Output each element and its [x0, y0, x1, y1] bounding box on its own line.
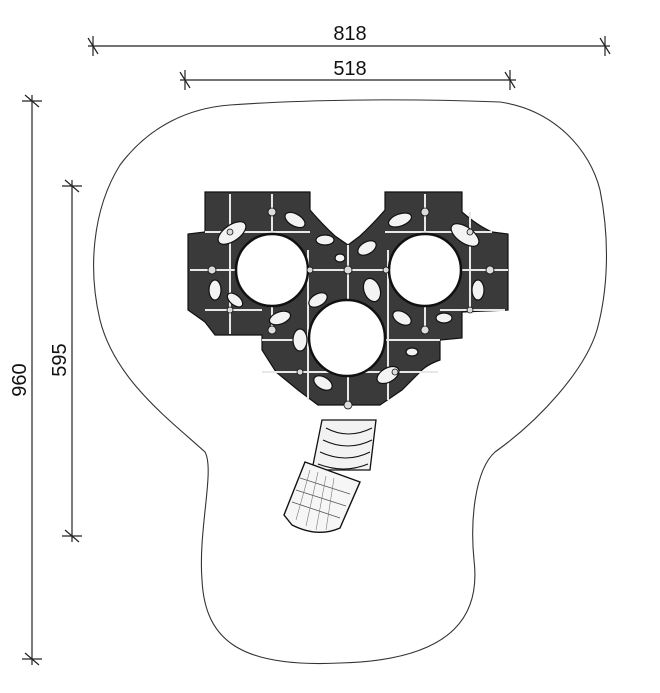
opening-left [234, 232, 310, 308]
dimension-inner-width: 518 [179, 58, 516, 90]
opening-right [387, 232, 463, 308]
dimension-inner-height: 595 [49, 179, 82, 543]
dimension-label-960: 960 [9, 363, 31, 396]
dimension-overall-height: 960 [9, 94, 42, 666]
dimension-label-595: 595 [49, 343, 71, 376]
safety-zone-outline [93, 99, 608, 665]
tube-slide [283, 419, 377, 533]
bolt-connectors [207, 207, 495, 410]
dimension-label-518: 518 [333, 58, 366, 80]
climbing-structure [187, 191, 509, 410]
dimension-label-818: 818 [333, 23, 366, 45]
dimension-overall-width: 818 [87, 23, 611, 56]
opening-center [307, 298, 387, 378]
